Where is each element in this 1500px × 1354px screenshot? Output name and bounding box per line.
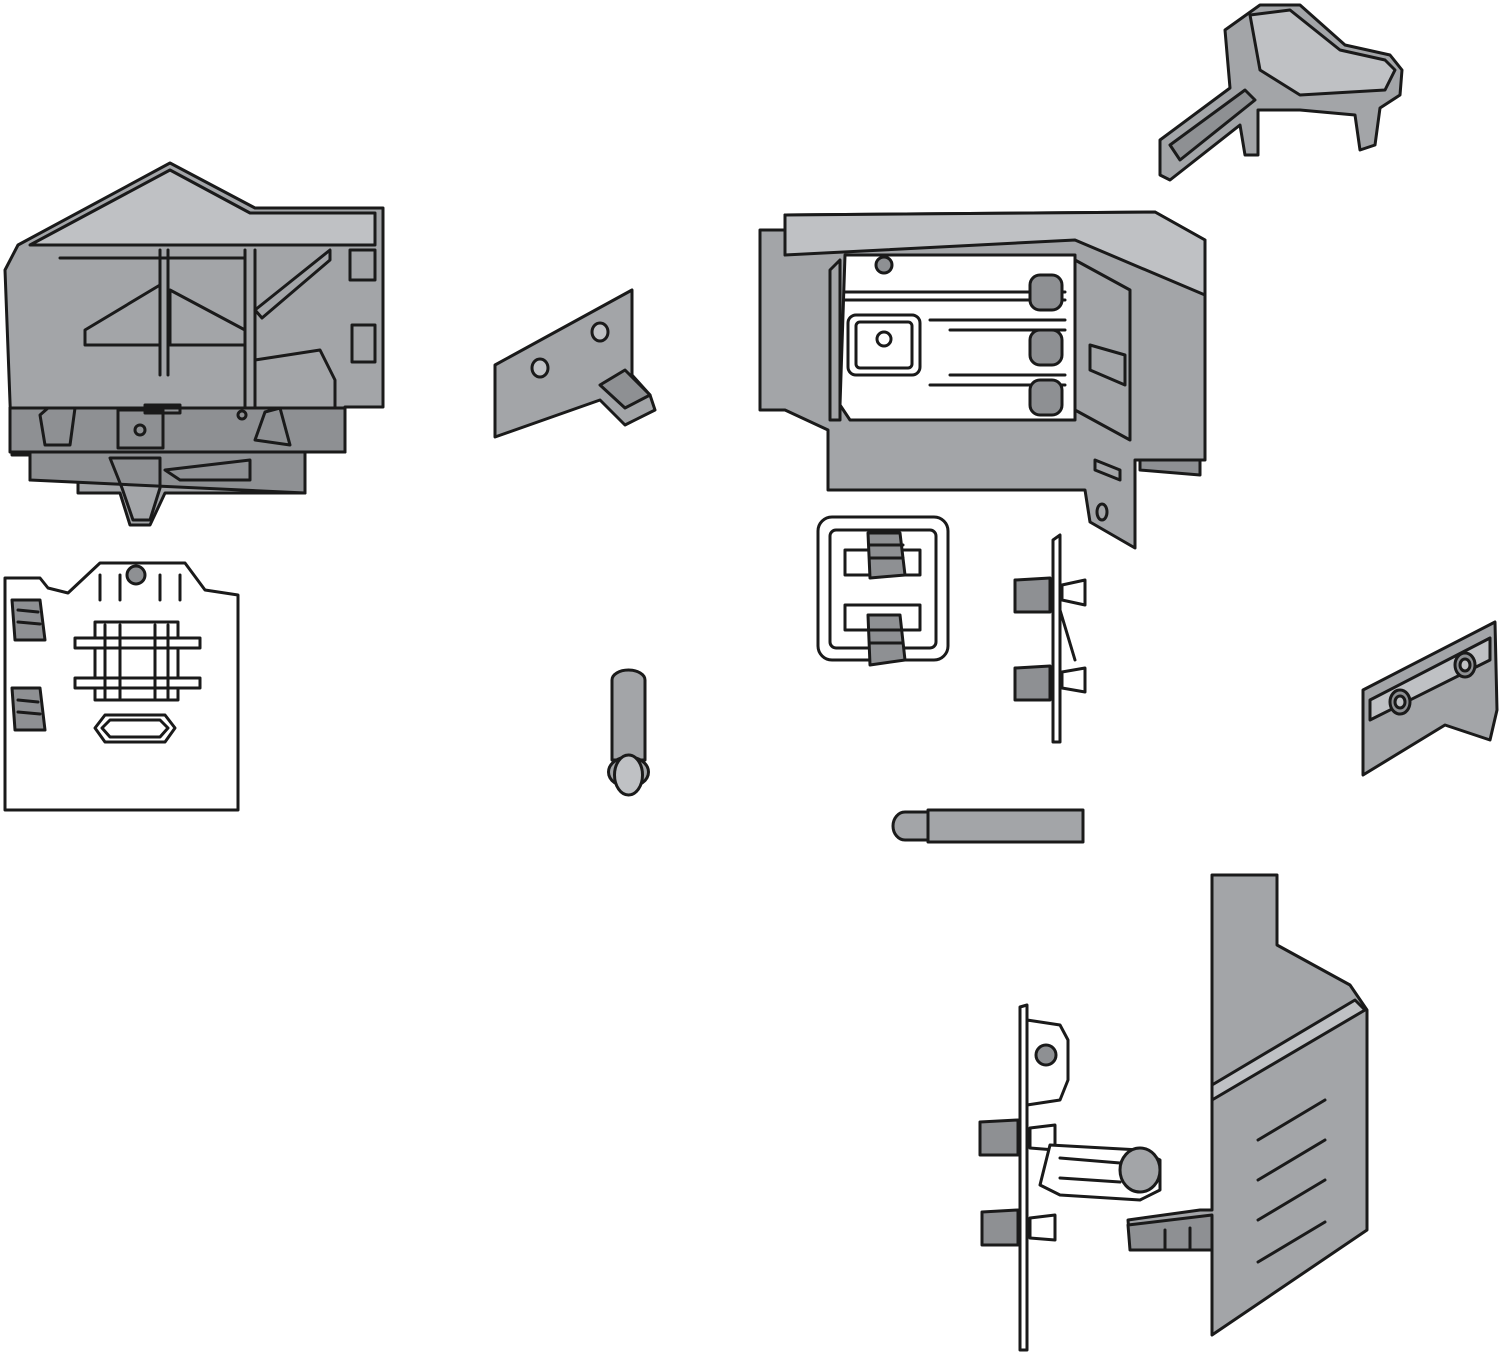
clip-plate-small: [816, 515, 950, 667]
adjustment-bracket-vertical: [1013, 533, 1087, 744]
rear-bracket-assembly: [978, 1003, 1162, 1352]
mounting-plate-left: [3, 561, 240, 812]
rear-panel-holder: [1126, 873, 1369, 1337]
angled-adapter-plate: [493, 288, 657, 439]
rail-adapter-right: [1361, 620, 1499, 777]
dowel-pin-horizontal: [891, 808, 1085, 844]
dowel-pin-vertical: [607, 668, 650, 797]
front-fixing-bracket-left: [3, 161, 385, 527]
front-fixing-bracket-right: [758, 210, 1207, 550]
end-cap-top-right: [1158, 3, 1404, 182]
